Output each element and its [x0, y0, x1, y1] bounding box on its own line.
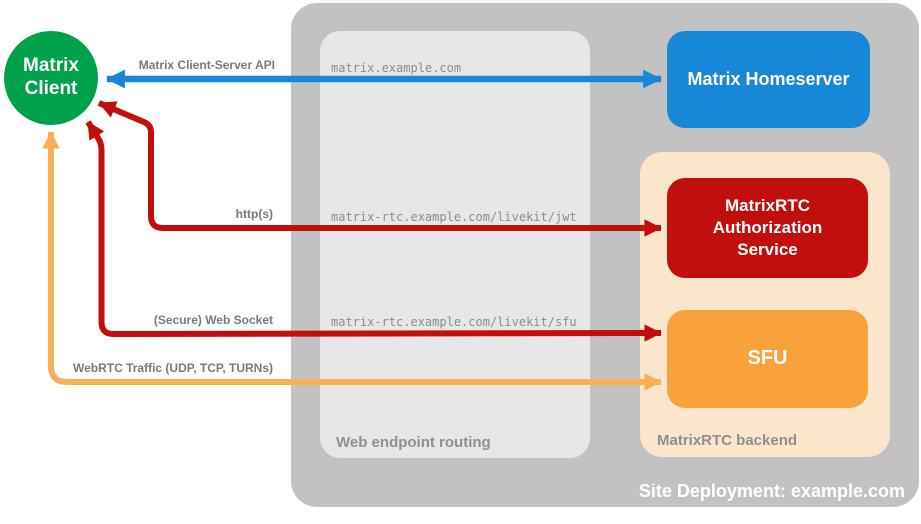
matrixrtc-authorization-service-node: MatrixRTC Authorization Service: [667, 178, 868, 278]
endpoint-matrix-example-com: matrix.example.com: [331, 61, 462, 75]
sfu-node: SFU: [667, 310, 868, 408]
endpoint-livekit-jwt: matrix-rtc.example.com/livekit/jwt: [331, 210, 577, 224]
matrix-client-node: Matrix Client: [4, 31, 98, 125]
matrix-client-label-line1: Matrix: [23, 55, 79, 77]
matrixrtc-authorization-service-label: MatrixRTC Authorization Service: [712, 196, 823, 259]
matrix-client-label-line2: Client: [24, 78, 78, 99]
matrix-client-server-api-label: Matrix Client-Server API: [138, 58, 275, 72]
matrix-homeserver-label: Matrix Homeserver: [687, 68, 850, 89]
sfu-label: SFU: [747, 347, 788, 370]
web-endpoint-routing-container: [320, 31, 590, 458]
matrixrtc-backend-caption: MatrixRTC backend: [657, 432, 798, 449]
secure-web-socket-label: (Secure) Web Socket: [153, 313, 273, 327]
web-endpoint-routing-caption: Web endpoint routing: [336, 434, 491, 451]
webrtc-traffic-label: WebRTC Traffic (UDP, TCP, TURNs): [72, 361, 273, 375]
matrix-homeserver-node: Matrix Homeserver: [667, 31, 870, 128]
endpoint-livekit-sfu: matrix-rtc.example.com/livekit/sfu: [331, 315, 577, 329]
site-deployment-caption: Site Deployment: example.com: [638, 481, 905, 501]
https-label: http(s): [235, 207, 273, 221]
